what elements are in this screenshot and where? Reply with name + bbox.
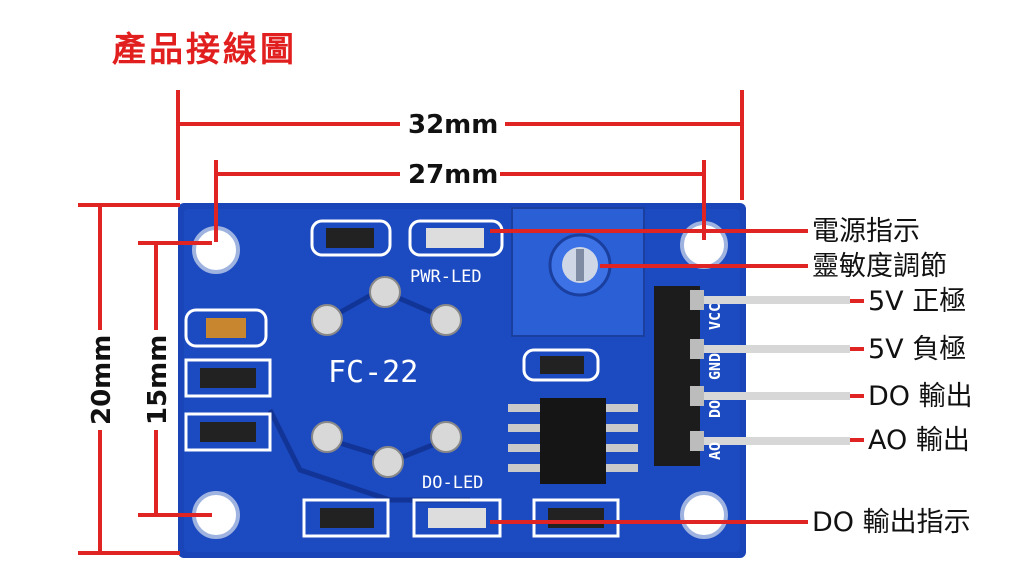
pin-label-vcc: VCC <box>706 303 724 330</box>
potentiometer[interactable] <box>511 207 645 337</box>
pin-label-do: DO <box>706 400 724 418</box>
callout-sensitivity-adjust: 靈敏度調節 <box>812 251 947 282</box>
do-led-label: DO-LED <box>422 473 483 493</box>
pwr-led-label: PWR-LED <box>410 267 482 287</box>
callout-lines <box>490 229 864 524</box>
dim-27mm: 27mm <box>408 160 498 190</box>
diagram-title: 產品接線圖 <box>112 30 297 70</box>
board-model-label: FC-22 <box>328 355 418 390</box>
callout-do-indicator: DO 輸出指示 <box>812 507 971 538</box>
callout-ao-output: AO 輸出 <box>868 425 970 456</box>
pin-vcc[interactable] <box>700 296 850 304</box>
dimension-lines <box>78 90 744 555</box>
callout-do-output: DO 輸出 <box>868 381 973 412</box>
pin-ao[interactable] <box>700 437 850 445</box>
dim-32mm: 32mm <box>408 110 498 140</box>
pin-label-ao: AO <box>706 442 724 460</box>
pin-do[interactable] <box>700 392 850 400</box>
dim-15mm: 15mm <box>143 335 173 425</box>
mount-hole-bottom-right <box>680 491 728 539</box>
pin-label-gnd: GND <box>706 353 724 380</box>
callout-gnd: 5V 負極 <box>868 334 966 365</box>
comparator-chip <box>508 398 638 484</box>
callout-power-indicator: 電源指示 <box>812 216 920 247</box>
pin-header <box>654 286 850 466</box>
callout-vcc: 5V 正極 <box>868 286 966 317</box>
pin-gnd[interactable] <box>700 345 850 353</box>
dim-20mm: 20mm <box>87 335 117 425</box>
